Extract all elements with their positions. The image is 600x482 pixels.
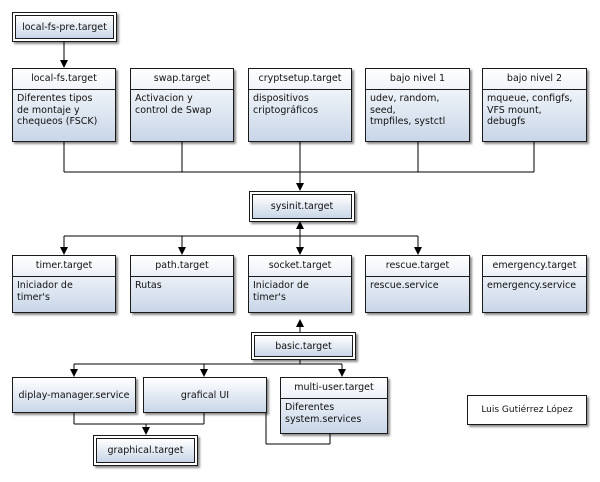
basic-label: basic.target [254,335,353,357]
bajo-nivel-1-box: bajo nivel 1 udev, random, seed, tmpfile… [365,68,470,142]
local-fs-target-desc: Diferentes tipos de montaje y chequeos (… [17,93,98,127]
bajo-nivel-1-title: bajo nivel 1 [366,69,469,90]
emergency-target-desc: emergency.service [487,280,577,291]
rescue-target-title: rescue.target [366,256,469,277]
rescue-target-desc: rescue.service [370,280,439,291]
graphical-label: graphical.target [96,438,195,463]
bajo-nivel-1-desc: udev, random, seed, tmpfiles, systctl [370,93,446,127]
timer-target-title: timer.target [13,256,115,277]
path-target-desc: Rutas [135,280,162,291]
multi-user-target-box: multi-user.target Diferentes system.serv… [280,377,388,434]
path-target-title: path.target [131,256,233,277]
socket-target-desc: Iniciador de timer's [253,280,309,303]
cryptsetup-target-desc: dispositivos criptográficos [253,93,319,116]
cryptsetup-target-box: cryptsetup.target dispositivos criptográ… [248,68,352,142]
author-credit: Luis Gutiérrez López [467,395,587,425]
timer-target-desc: Iniciador de timer's [17,280,73,303]
socket-target-box: socket.target Iniciador de timer's [248,255,352,313]
sysinit-target: sysinit.target [249,191,355,222]
bajo-nivel-2-box: bajo nivel 2 mqueue, configfs, VFS mount… [482,68,587,142]
basic-target: basic.target [251,332,356,360]
emergency-target-title: emergency.target [483,256,586,277]
local-fs-pre-target: local-fs-pre.target [12,12,117,42]
local-fs-pre-label: local-fs-pre.target [15,15,114,39]
socket-target-title: socket.target [249,256,351,277]
swap-target-title: swap.target [131,69,233,90]
graphical-target: graphical.target [93,435,198,466]
bajo-nivel-2-desc: mqueue, configfs, VFS mount, debugfs [487,93,573,127]
multi-user-target-desc: Diferentes system.services [285,402,362,425]
timer-target-box: timer.target Iniciador de timer's [12,255,116,313]
grafical-ui-box: grafical UI [143,377,267,413]
swap-target-box: swap.target Activacion y control de Swap [130,68,234,142]
sysinit-label: sysinit.target [252,194,352,219]
multi-user-target-title: multi-user.target [281,378,387,399]
local-fs-target-box: local-fs.target Diferentes tipos de mont… [12,68,116,142]
rescue-target-box: rescue.target rescue.service [365,255,470,313]
display-manager-service: diplay-manager.service [12,377,136,413]
path-target-box: path.target Rutas [130,255,234,313]
bajo-nivel-2-title: bajo nivel 2 [483,69,586,90]
emergency-target-box: emergency.target emergency.service [482,255,587,313]
cryptsetup-target-title: cryptsetup.target [249,69,351,90]
local-fs-target-title: local-fs.target [13,69,115,90]
swap-target-desc: Activacion y control de Swap [135,93,212,116]
